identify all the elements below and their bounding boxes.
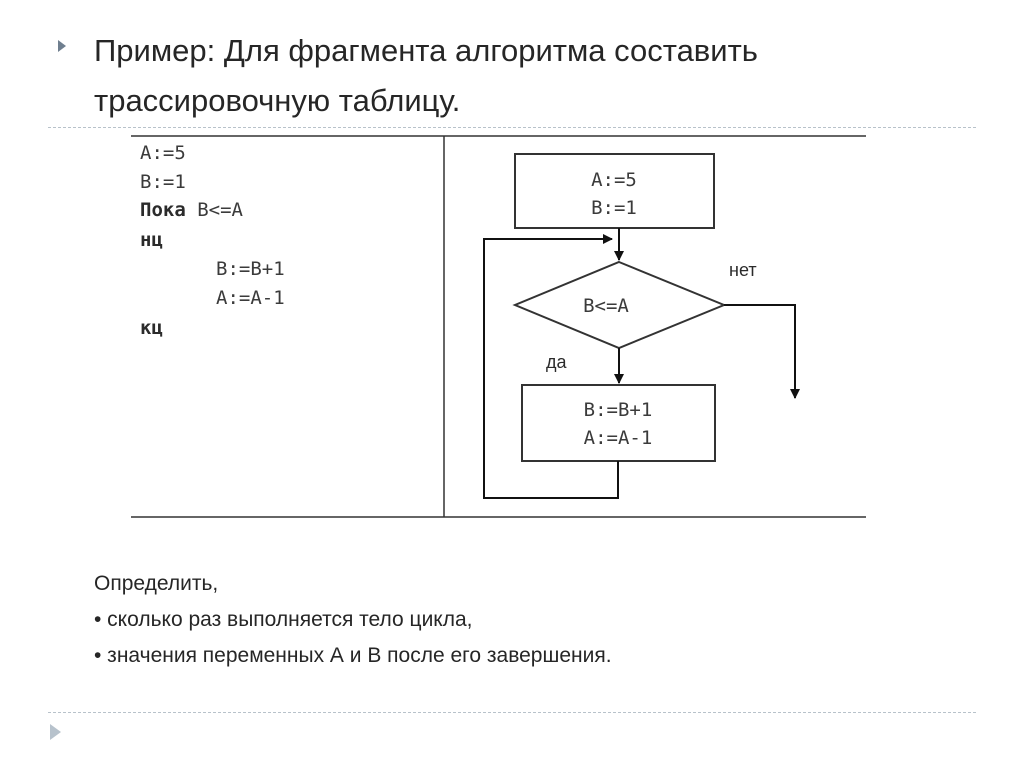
flowchart-init-block — [514, 153, 715, 229]
bottom-divider — [48, 712, 976, 713]
flowchart-init-line-2: B:=1 — [591, 197, 637, 219]
flowchart-body-line-1: B:=B+1 — [584, 399, 653, 421]
footer-bullet-icon — [50, 724, 61, 740]
flowchart-label-no: нет — [729, 260, 757, 280]
slide-title-line-2: трассировочную таблицу. — [94, 83, 461, 118]
task-text: Определить, • сколько раз выполняется те… — [94, 566, 974, 674]
flowchart-init-line-1: A:=5 — [591, 169, 637, 191]
code-line-while: Пока B<=A — [140, 199, 243, 221]
flowchart-body-line-2: A:=A-1 — [584, 427, 653, 449]
code-line-b-assign: B:=1 — [140, 171, 186, 193]
code-keyword-while: Пока — [140, 199, 186, 221]
code-line-b-increment: B:=B+1 — [216, 258, 285, 280]
flowchart-condition-text: B<=A — [583, 295, 629, 317]
code-keyword-loop-end: кц — [140, 317, 163, 339]
slide-title-line-1: Пример: Для фрагмента алгоритма составит… — [94, 33, 758, 68]
flowchart-label-yes: да — [546, 352, 568, 372]
code-line-a-decrement: A:=A-1 — [216, 287, 285, 309]
code-keyword-loop-start: нц — [140, 229, 163, 251]
top-divider — [48, 127, 976, 128]
flowchart-body-block — [521, 384, 716, 462]
task-item-loop-count: • сколько раз выполняется тело цикла, — [94, 608, 473, 631]
task-intro: Определить, — [94, 572, 219, 595]
code-line-a-assign: A:=5 — [140, 142, 186, 164]
task-item-final-values: • значения переменных А и В после его за… — [94, 644, 612, 667]
flowchart-arrow-no — [724, 304, 800, 399]
flowchart-loop-back-arrow — [483, 234, 619, 499]
slide-title: Пример: Для фрагмента алгоритма составит… — [94, 26, 974, 126]
code-while-condition: B<=A — [197, 199, 243, 221]
title-bullet-icon — [58, 40, 66, 52]
